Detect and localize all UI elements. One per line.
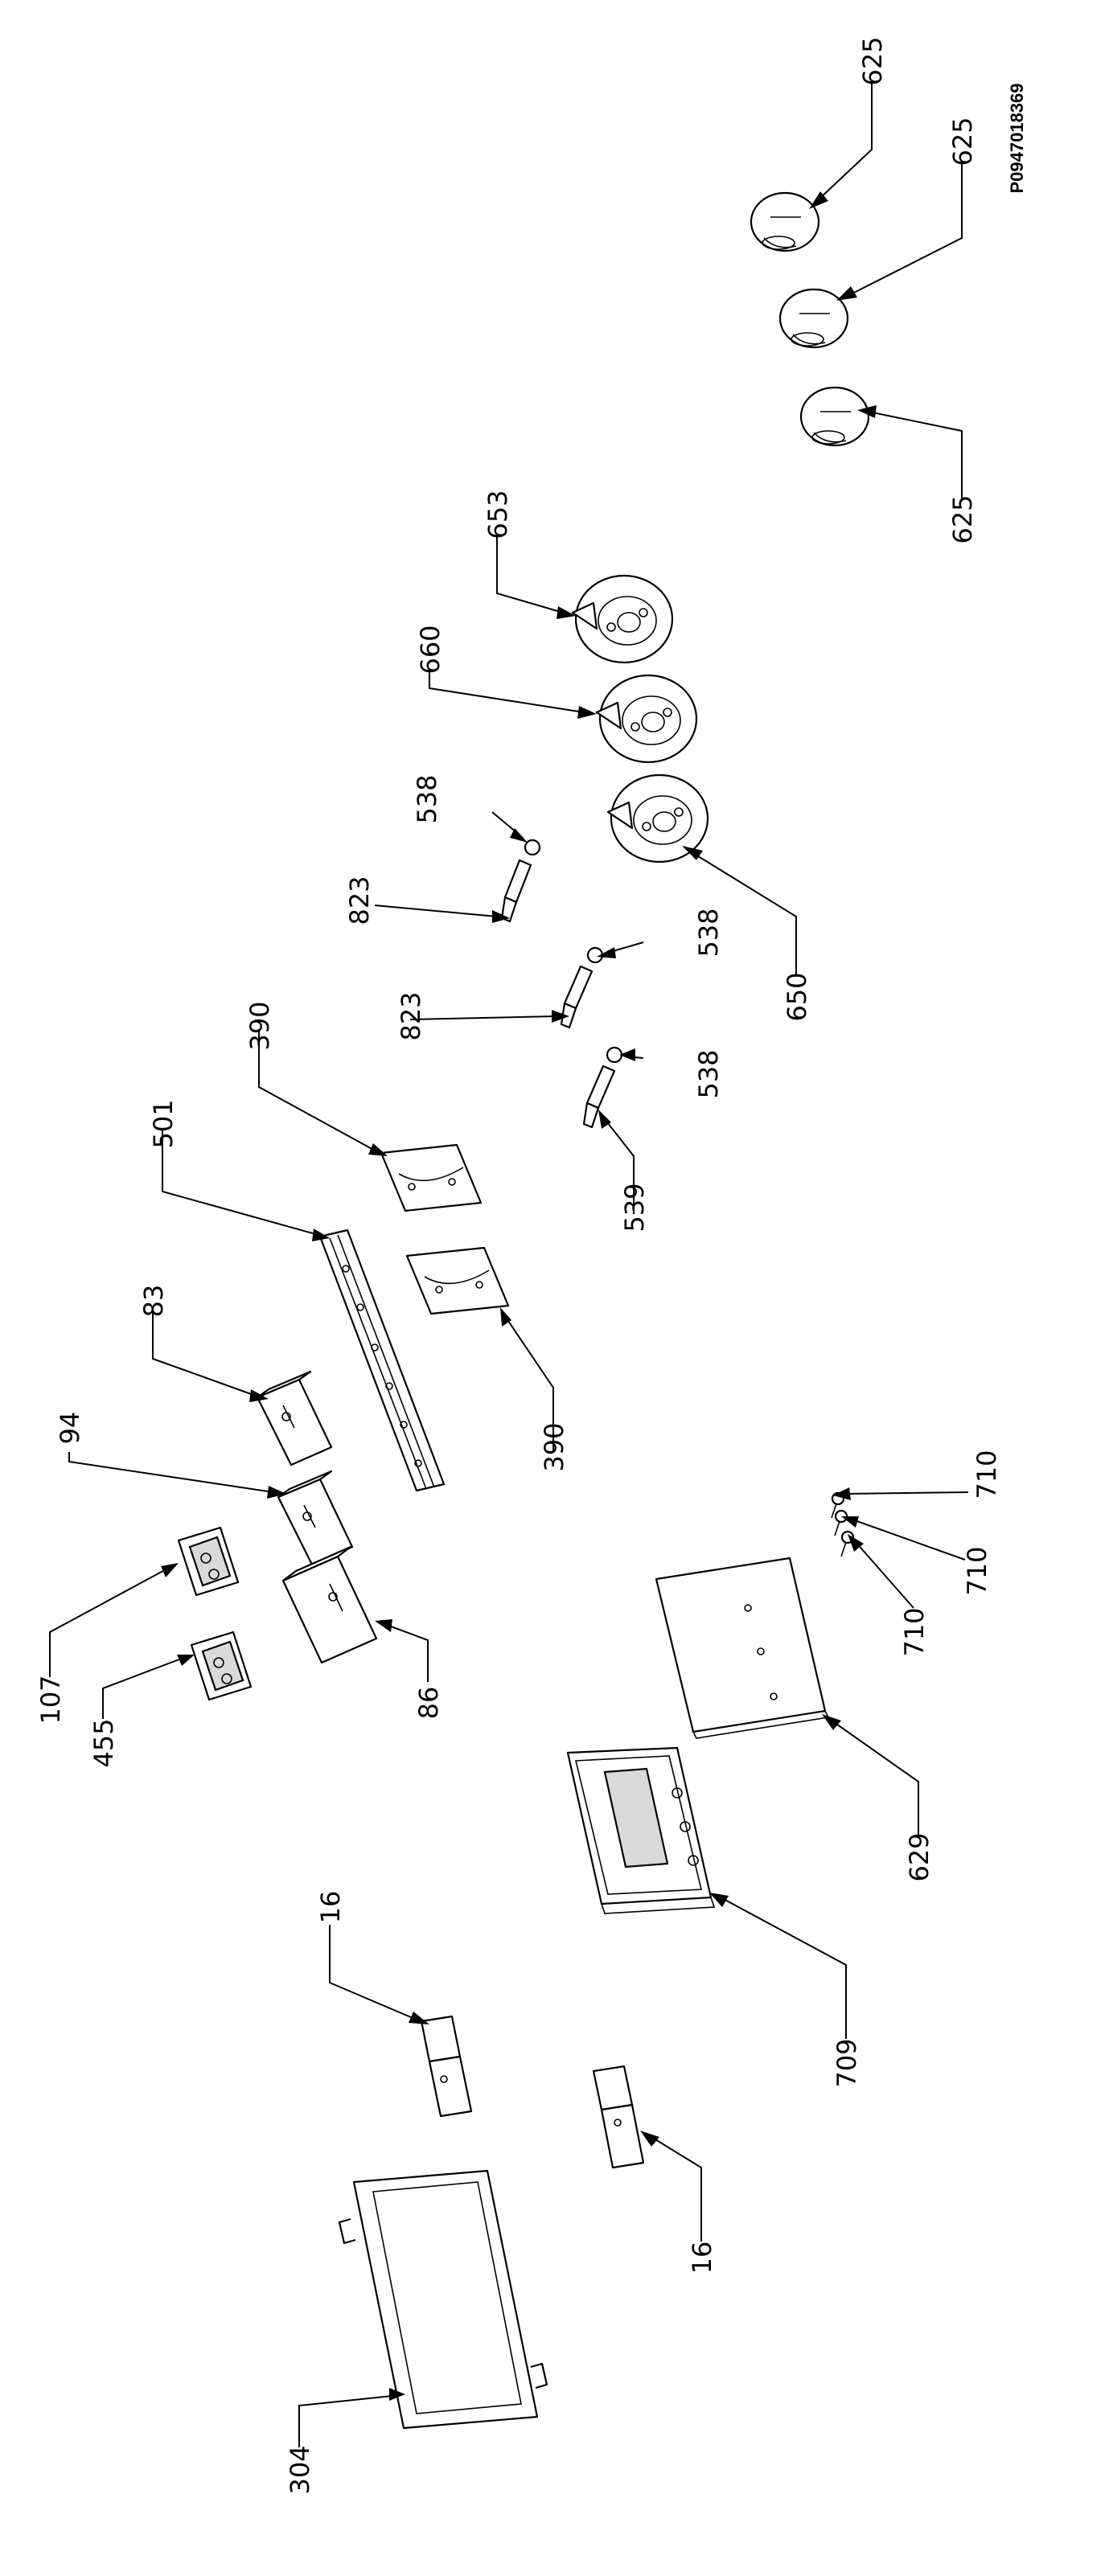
part-650-bezel (606, 773, 709, 863)
callout-710-a: 710 (971, 1450, 1002, 1499)
callout-709: 709 (832, 2038, 862, 2087)
callout-629: 629 (904, 1832, 934, 1881)
part-629-panel (655, 1557, 830, 1739)
part-390-bracket-upper (380, 1143, 483, 1212)
part-625-knob-bottom (799, 386, 870, 447)
part-823-rod-middle (560, 965, 594, 1029)
part-823-rod-top (500, 859, 532, 923)
callout-83: 83 (138, 1285, 169, 1318)
part-625-knob-middle (778, 288, 849, 349)
part-539-rod (582, 1064, 616, 1129)
callout-625-c: 625 (947, 494, 978, 544)
callout-539: 539 (619, 1183, 650, 1232)
part-709-display-module (566, 1746, 716, 1914)
callout-538-a: 538 (412, 774, 442, 823)
document-id: P0947018369 (1007, 83, 1027, 193)
part-390-bracket-lower (405, 1246, 510, 1315)
part-94-switch-box (277, 1470, 354, 1566)
callout-304: 304 (285, 2445, 315, 2494)
callout-107: 107 (35, 1675, 66, 1724)
callout-625-b: 625 (947, 117, 978, 166)
callout-455: 455 (88, 1718, 119, 1767)
part-501-rail (318, 1229, 446, 1492)
callout-16-a: 16 (315, 1891, 346, 1924)
callout-390-a: 390 (244, 1001, 275, 1050)
part-16-clip-upper (420, 2015, 473, 2118)
part-538-ball-top (524, 839, 541, 856)
part-107-toggle-switch (177, 1526, 240, 1597)
part-660-bezel (595, 674, 698, 764)
part-304-frame (338, 2169, 548, 2430)
callout-538-c: 538 (693, 1049, 724, 1098)
callout-538-b: 538 (693, 908, 724, 957)
callout-625-a: 625 (857, 36, 888, 85)
part-455-toggle-switch (190, 1631, 253, 1701)
callout-710-c: 710 (899, 1607, 930, 1656)
callout-94: 94 (55, 1412, 85, 1445)
callout-823-b: 823 (396, 991, 426, 1040)
part-16-clip-lower (592, 2065, 645, 2169)
callout-501: 501 (148, 1099, 179, 1148)
part-83-switch-box (256, 1370, 333, 1466)
callout-390-b: 390 (539, 1422, 569, 1471)
callout-650: 650 (782, 972, 812, 1021)
part-86-switch-box (281, 1545, 378, 1664)
leader-lines (49, 80, 969, 2447)
callout-660: 660 (415, 625, 446, 674)
callout-86: 86 (413, 1687, 444, 1720)
callout-653: 653 (483, 490, 513, 539)
callout-16-b: 16 (687, 2242, 717, 2275)
callout-710-b: 710 (962, 1546, 992, 1595)
part-653-bezel (571, 574, 674, 664)
part-625-knob-top (750, 191, 820, 252)
callout-823-a: 823 (344, 876, 375, 925)
